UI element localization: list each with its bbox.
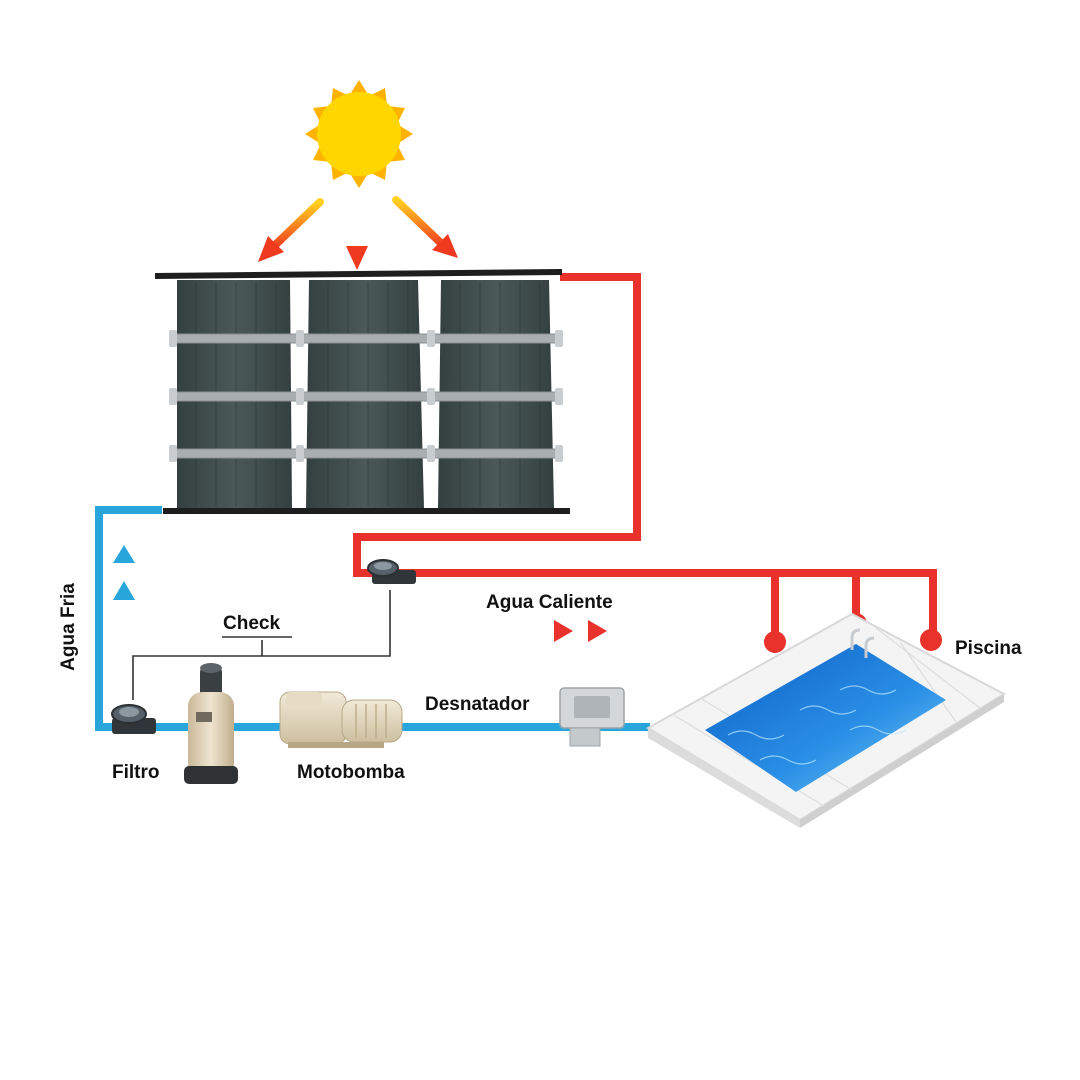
triangle-right-icon [588, 620, 607, 642]
check-valve-link-lines [132, 590, 391, 700]
label-filtro: Filtro [112, 762, 160, 783]
pool-icon [646, 612, 1007, 828]
triangle-up-icon [113, 545, 135, 563]
triangle-up-icon [113, 581, 135, 600]
label-piscina: Piscina [955, 638, 1022, 659]
sun-rays [258, 188, 458, 270]
solar-collector-panels [154, 269, 570, 514]
cold-flow-arrows [113, 545, 135, 600]
sand-filter-icon [184, 663, 238, 784]
pool-ladder-icon [850, 628, 875, 658]
label-agua-caliente: Agua Caliente [486, 592, 613, 613]
ray-right-arrow [392, 196, 458, 258]
check-valve-upper [367, 559, 416, 584]
triangle-right-icon [554, 620, 573, 642]
check-valve-lower [111, 704, 156, 734]
skimmer-icon [559, 687, 625, 747]
label-motobomba: Motobomba [297, 762, 405, 783]
label-desnatador: Desnatador [425, 694, 530, 715]
hot-water-pipe [353, 273, 937, 640]
label-agua-fria: Agua Fria [57, 583, 79, 671]
ray-left-arrow [258, 198, 324, 262]
pump-icon [279, 691, 403, 748]
sun-icon [305, 80, 413, 188]
label-check: Check [223, 613, 281, 634]
ray-center-arrow [346, 188, 368, 270]
hot-flow-arrows [554, 620, 607, 642]
